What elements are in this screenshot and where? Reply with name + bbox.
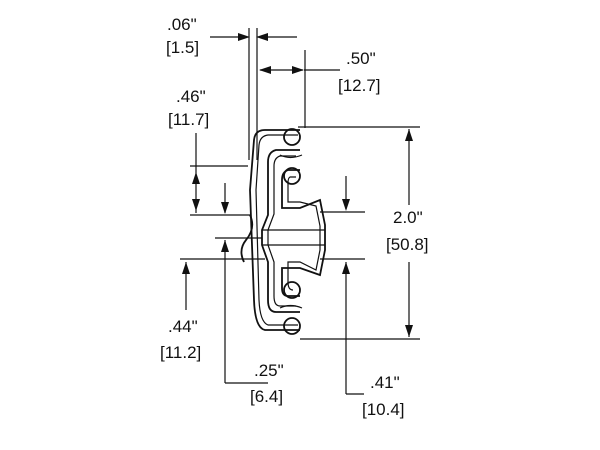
dim-bottom-center: .25" [6.4] (215, 237, 284, 406)
dim-bottom-right-imperial: .41" (370, 373, 400, 392)
arrow-right-icon (292, 66, 304, 74)
arrow-down-icon (221, 202, 229, 214)
dim-width-mid-metric: [12.7] (338, 76, 381, 95)
dim-left-lower-imperial: .44" (168, 317, 198, 336)
dim-bottom-center-imperial: .25" (254, 361, 284, 380)
outer-rail (249, 129, 300, 331)
ball-bearing (283, 317, 301, 335)
arrow-right-icon (238, 33, 250, 41)
arrow-down-icon (405, 325, 413, 337)
mounting-tab (240, 214, 254, 263)
arrow-up-icon (405, 129, 413, 141)
arrow-left-icon (259, 66, 271, 74)
dim-width-mid-imperial: .50" (346, 49, 376, 68)
arrow-down-icon (342, 199, 350, 211)
dim-height-total-metric: [50.8] (386, 235, 429, 254)
ball-bearing (283, 281, 301, 299)
slide-profile (240, 128, 326, 335)
dim-width-top: .06" [1.5] (166, 15, 297, 57)
arrow-up-icon (182, 262, 190, 274)
dim-bottom-right-metric: [10.4] (362, 400, 405, 419)
arrow-up-icon (221, 240, 229, 252)
dim-left-upper-imperial: .46" (176, 87, 206, 106)
ball-bearing (283, 167, 301, 185)
arrow-down-icon (192, 199, 200, 211)
arrow-up-icon (342, 262, 350, 274)
intermediate-rail-inner (267, 155, 296, 307)
dim-left-lower: .44" [11.2] (160, 258, 265, 362)
dim-width-top-imperial: .06" (167, 15, 197, 34)
arrow-up-icon (192, 172, 200, 184)
dim-width-mid: .50" [12.7] (259, 49, 381, 95)
outer-rail-inner (255, 134, 298, 326)
dim-height-total: 2.0" [50.8] (298, 126, 429, 340)
dim-width-top-metric: [1.5] (166, 38, 199, 57)
dim-left-upper-metric: [11.7] (168, 110, 209, 129)
ball-bearing (283, 128, 301, 146)
dim-bottom-right: .41" [10.4] (320, 176, 405, 419)
intermediate-rail (261, 149, 300, 313)
dim-left-lower-metric: [11.2] (160, 343, 201, 362)
dim-bottom-center-metric: [6.4] (250, 387, 283, 406)
dim-left-upper: .46" [11.7] (168, 87, 250, 216)
inner-rail-inner (287, 176, 321, 291)
ball-retainer (279, 304, 303, 309)
ball-retainer (279, 154, 303, 159)
dim-height-total-imperial: 2.0" (393, 208, 423, 227)
arrow-left-icon (256, 33, 268, 41)
